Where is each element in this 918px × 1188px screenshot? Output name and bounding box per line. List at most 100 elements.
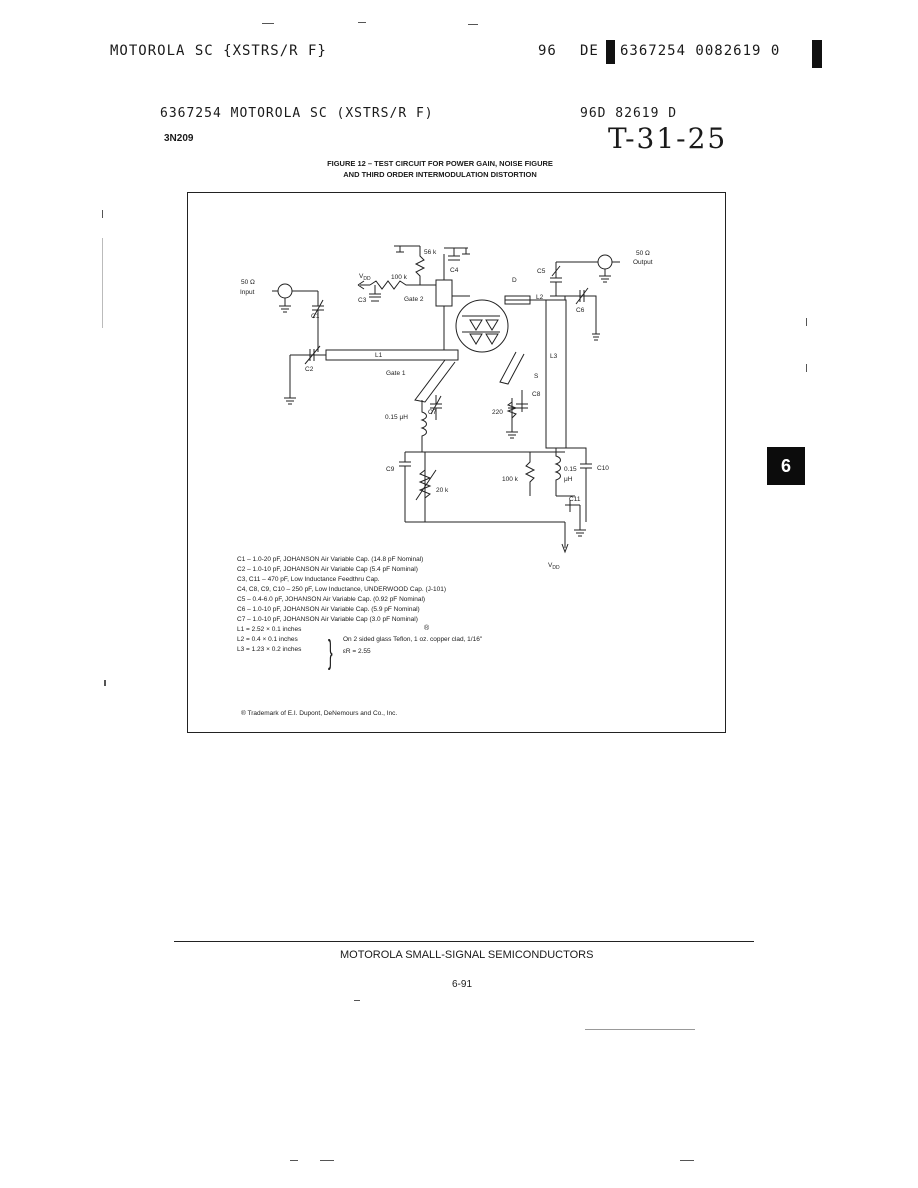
c3-capacitor-icon: [369, 285, 381, 302]
scan-speck: [320, 1160, 334, 1161]
input-wire: [272, 290, 318, 306]
footer-rule: [174, 941, 754, 942]
mosfet-diodes: [462, 315, 500, 345]
scan-speck: [806, 318, 807, 326]
c6-label: C6: [576, 307, 585, 314]
source-strip: [499, 351, 528, 420]
r100k-top-icon: [357, 280, 436, 290]
trademark-note: ® Trademark of E.I. Dupont, DeNemours an…: [241, 710, 398, 717]
note-line: C4, C8, C9, C10 – 250 pF, Low Inductance…: [237, 586, 447, 593]
scan-header-code-96: 96: [538, 43, 557, 59]
scan-header-left: MOTOROLA SC {XSTRS/R F}: [110, 43, 327, 59]
r56k-resistor-icon: [394, 245, 426, 285]
vdd-top-label: VDD: [359, 273, 371, 282]
inductor-line: L3 = 1.23 × 0.2 inches: [237, 646, 302, 653]
input-ohm-label: 50 Ω: [241, 279, 255, 286]
c9-label: C9: [386, 466, 395, 473]
footer-page-number: 6-91: [452, 979, 473, 990]
inductor-line: L2 = 0.4 × 0.1 inches: [237, 636, 298, 643]
c11-feedthru-icon: [561, 500, 586, 554]
l1-strip: [325, 349, 459, 361]
note-line: C2 – 1.0-10 pF, JOHANSON Air Variable Ca…: [237, 566, 418, 573]
c4-capacitor-icon: [443, 247, 470, 280]
r220-label: 220: [492, 409, 503, 416]
l3-label: L3: [550, 353, 558, 360]
output-ground: [599, 261, 620, 283]
figure-title-line2: AND THIRD ORDER INTERMODULATION DISTORTI…: [343, 170, 537, 179]
registered-mark: ®: [424, 625, 430, 632]
c7-capacitor-icon: [430, 395, 442, 420]
scan-mark-bar: [606, 40, 615, 64]
gate1-label: Gate 1: [386, 370, 406, 377]
c3-label: C3: [358, 297, 367, 304]
scan-speck: [104, 680, 106, 686]
figure-frame: [187, 192, 726, 733]
section-tab: 6: [767, 447, 805, 485]
c2-label: C2: [305, 366, 314, 373]
c8-label: C8: [532, 391, 541, 398]
board-note-1: On 2 sided glass Teflon, 1 oz. copper cl…: [343, 636, 483, 643]
c1-label: C1: [311, 313, 320, 320]
c1-capacitor-icon: [312, 291, 324, 352]
part-number: 3N209: [164, 133, 194, 144]
inductor-left-icon: [420, 400, 427, 452]
r20k-label: 20 k: [436, 487, 449, 494]
l2-strip: [504, 295, 590, 305]
scan-speck: [290, 1160, 298, 1161]
gate2-pad: [435, 279, 470, 351]
c7-label: C7: [428, 409, 437, 416]
footer-company: MOTOROLA SMALL-SIGNAL SEMICONDUCTORS: [340, 949, 594, 961]
r100k-top-label: 100 k: [391, 274, 408, 281]
input-connector-icon: [277, 283, 293, 299]
inductor-right-label: 0.15: [564, 466, 577, 473]
r220-resistor-icon: [506, 398, 518, 439]
note-line: C7 – 1.0-10 pF, JOHANSON Air Variable Ca…: [237, 616, 418, 623]
drain-label: D: [512, 277, 517, 284]
r100k-bottom-label: 100 k: [502, 476, 519, 483]
mosfet-icon: [455, 299, 509, 353]
scan-speck: [806, 364, 807, 372]
c5-label: C5: [537, 268, 546, 275]
l3-strip: [545, 299, 567, 449]
c6-capacitor-icon: [575, 287, 600, 341]
c10-label: C10: [597, 465, 609, 472]
inductor-brace: }: [328, 632, 333, 671]
r20k-resistor-icon: [415, 469, 437, 501]
note-line: C6 – 1.0-10 pF, JOHANSON Air Variable Ca…: [237, 606, 420, 613]
note-line: C5 – 0.4-6.0 pF, JOHANSON Air Variable C…: [237, 596, 426, 603]
c5-capacitor-icon: [550, 261, 598, 296]
scan-speck: [680, 1160, 694, 1161]
vdd-bottom-label: VDD: [548, 562, 560, 571]
output-connector-icon: [597, 254, 613, 270]
gate1-strip: [414, 359, 456, 403]
output-ohm-label: 50 Ω: [636, 250, 650, 257]
bottom-bus: [399, 451, 565, 523]
scan-speck: [468, 24, 478, 25]
handwritten-code: T-31-25: [608, 122, 728, 155]
input-ground-icon: [279, 305, 291, 313]
l2-label: L2: [536, 294, 544, 301]
scan-header-right: 6367254 0082619 0: [620, 43, 781, 59]
c4-label: C4: [450, 267, 459, 274]
scan-speck: [102, 238, 103, 328]
note-line: C1 – 1.0-20 pF, JOHANSON Air Variable Ca…: [237, 556, 424, 563]
source-label: S: [534, 373, 539, 380]
scan-speck: [354, 1000, 360, 1001]
note-line: C3, C11 – 470 pF, Low Inductance Feedthr…: [237, 576, 380, 583]
scan-speck: [262, 23, 274, 24]
doc-header-right: 96D 82619 D: [580, 106, 678, 121]
c2-capacitor-icon: [284, 345, 326, 405]
input-label: Input: [240, 289, 255, 296]
scan-header-code-de: DE: [580, 43, 599, 59]
scan-speck: [358, 22, 366, 23]
r56k-label: 56 k: [424, 249, 437, 256]
gate2-label: Gate 2: [404, 296, 424, 303]
board-note-2: εR = 2.55: [343, 648, 371, 655]
inductor-left-label: 0.15 μH: [385, 414, 408, 421]
scan-speck: [585, 1029, 695, 1030]
inductor-right-icon: [554, 447, 592, 522]
c11-label: C11: [569, 496, 581, 503]
output-label: Output: [633, 259, 653, 266]
inductor-right-unit: μH: [564, 476, 573, 483]
